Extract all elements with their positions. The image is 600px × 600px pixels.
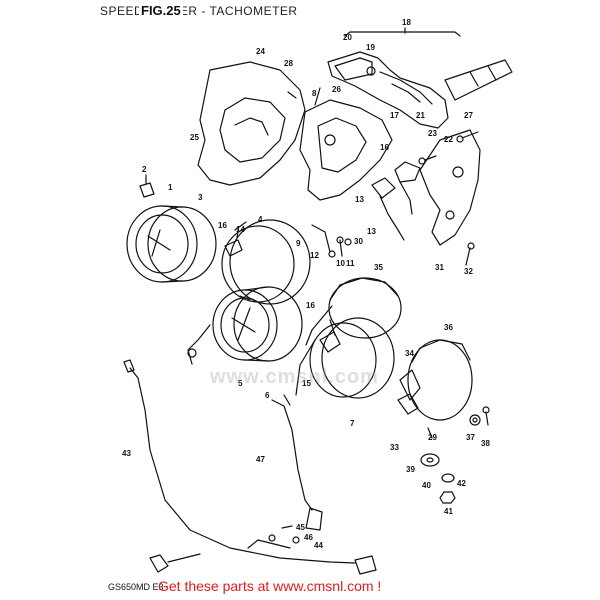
parts-link-banner[interactable]: Get these parts at www.cmsnl.com !: [158, 578, 382, 594]
meter-case-7: [321, 317, 395, 399]
bulb-socket-2: [139, 182, 155, 198]
wire-44: [247, 539, 291, 549]
part-number-label: 13: [355, 195, 364, 204]
part-number-label: 27: [464, 111, 473, 120]
side-plate: [419, 129, 481, 246]
meter-cover: [197, 61, 306, 186]
part-number-label: 28: [284, 59, 293, 68]
handlebar-switch-housing: [327, 51, 449, 129]
center-bracket: [299, 99, 393, 201]
part-number-label: 40: [422, 481, 431, 490]
part-number-label: 36: [444, 323, 453, 332]
part-number-label: 31: [435, 263, 444, 272]
part-number-label: 18: [402, 18, 411, 27]
part-number-label: 16: [306, 301, 315, 310]
part-number-label: 33: [390, 443, 399, 452]
part-number-label: 6: [265, 391, 270, 400]
part-number-label: 3: [198, 193, 203, 202]
part-number-label: 4: [258, 215, 263, 224]
tacho-cable-43: [129, 367, 356, 564]
part-number-label: 20: [343, 33, 352, 42]
part-number-label: 23: [428, 129, 437, 138]
part-number-label: 41: [444, 507, 453, 516]
part-number-label: 7: [350, 419, 355, 428]
part-number-label: 11: [346, 259, 355, 268]
indicator-lamp-13: [371, 177, 396, 199]
part-number-label: 32: [464, 267, 473, 276]
part-number-label: 39: [406, 465, 415, 474]
figure-label: FIG.25: [139, 3, 183, 18]
part-number-label: 26: [332, 85, 341, 94]
screw-32: [465, 247, 471, 266]
bracket-18-line: [344, 31, 461, 37]
part-number-label: 42: [457, 479, 466, 488]
model-code: GS650MD E3: [108, 582, 164, 592]
grommet-37: [469, 414, 481, 426]
part-number-label: 22: [444, 135, 453, 144]
screw-29: [427, 427, 433, 439]
indicator-33: [397, 393, 419, 415]
washer-39: [420, 453, 440, 467]
part-number-label: 19: [366, 43, 375, 52]
part-number-label: 25: [190, 133, 199, 142]
screw-38: [485, 411, 489, 426]
washer-40: [441, 473, 455, 483]
handlebar-grip: [444, 59, 513, 101]
part-number-label: 9: [296, 239, 301, 248]
watermark: www.cmsnl.com: [210, 366, 379, 388]
part-number-label: 44: [314, 541, 323, 550]
part-number-label: 1: [168, 183, 173, 192]
part-number-label: 13: [367, 227, 376, 236]
part-number-label: 12: [310, 251, 319, 260]
part-number-label: 24: [256, 47, 265, 56]
part-number-label: 34: [405, 349, 414, 358]
part-number-label: 15: [302, 379, 311, 388]
part-number-label: 16: [218, 221, 227, 230]
part-number-label: 43: [122, 449, 131, 458]
part-number-label: 2: [142, 165, 147, 174]
nut-41: [439, 491, 456, 504]
speedo-cable-47: [271, 399, 313, 511]
part-number-label: 5: [238, 379, 243, 388]
tachometer-body: [126, 205, 198, 283]
part-number-label: 37: [466, 433, 475, 442]
part-number-label: 21: [416, 111, 425, 120]
part-number-label: 47: [256, 455, 265, 464]
part-number-label: 17: [390, 111, 399, 120]
part-number-label: 29: [428, 433, 437, 442]
part-number-label: 35: [374, 263, 383, 272]
part-number-label: 45: [296, 523, 305, 532]
part-number-label: 30: [354, 237, 363, 246]
speedometer-body: [212, 289, 278, 361]
part-number-label: 8: [312, 89, 317, 98]
part-number-label: 38: [481, 439, 490, 448]
part-number-label: 14: [236, 225, 245, 234]
part-number-label: 16: [380, 143, 389, 152]
screw-27: [461, 131, 479, 139]
part-number-label: 10: [336, 259, 345, 268]
part-number-label: 46: [304, 533, 313, 542]
